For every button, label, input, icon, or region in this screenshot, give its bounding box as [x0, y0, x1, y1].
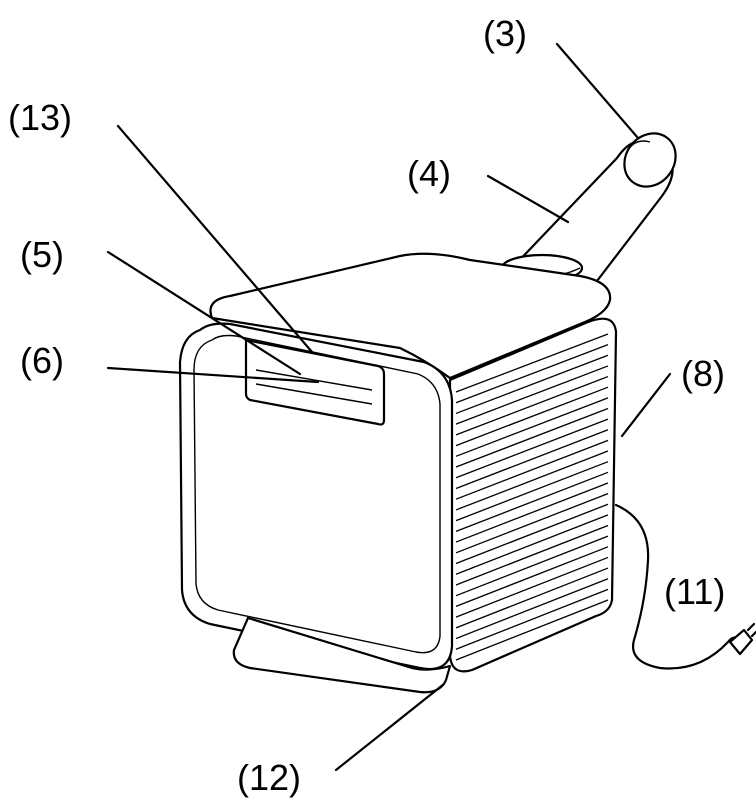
grille-fin	[455, 354, 609, 415]
leader-line-13	[116, 124, 314, 354]
leader-line-6	[106, 366, 320, 384]
grille-fin	[455, 344, 609, 404]
callout-5: (5)	[20, 234, 64, 275]
leader-line-8	[620, 372, 672, 438]
callout-6: (6)	[20, 340, 64, 381]
callout-8: (8)	[681, 353, 725, 394]
callout-11: (11)	[664, 571, 725, 612]
grille-fin	[455, 492, 609, 554]
grille-fin	[455, 418, 609, 479]
grille-fin	[455, 556, 609, 618]
grille-fin	[455, 535, 609, 597]
unit-top	[209, 252, 612, 380]
grille-fin	[455, 599, 609, 661]
grille-fin	[455, 471, 609, 532]
power-cord	[614, 503, 756, 670]
grille-fin	[455, 375, 609, 436]
grille-fin	[455, 429, 609, 490]
front-panel-inner	[193, 334, 441, 654]
callout-12: (12)	[237, 757, 301, 798]
leader-line-5	[106, 250, 302, 376]
grille-fin	[455, 524, 609, 586]
grille-fin	[455, 514, 609, 575]
grille-fin	[455, 333, 609, 393]
grille-fin	[455, 450, 609, 511]
grille-fin	[455, 482, 609, 543]
grille-fin	[455, 546, 609, 608]
grille-fin	[455, 386, 609, 447]
grille-fin	[455, 407, 609, 468]
leader-line-3	[555, 42, 640, 140]
callout-4: (4)	[407, 153, 451, 194]
grille-fin	[455, 397, 609, 457]
grille-fin	[455, 439, 609, 500]
grille-fin	[455, 365, 609, 425]
leader-lines	[106, 42, 672, 772]
grille-fin	[455, 578, 609, 640]
grille-fin	[455, 567, 609, 629]
callout-3: (3)	[483, 13, 527, 54]
side-grille-panel	[448, 317, 618, 673]
leader-line-4	[486, 174, 570, 224]
grille-fin	[455, 588, 609, 650]
grille-fins	[455, 333, 609, 661]
grille-fin	[455, 503, 609, 565]
callout-13: (13)	[8, 97, 72, 138]
grille-fin	[455, 461, 609, 522]
leader-line-12	[334, 682, 446, 772]
